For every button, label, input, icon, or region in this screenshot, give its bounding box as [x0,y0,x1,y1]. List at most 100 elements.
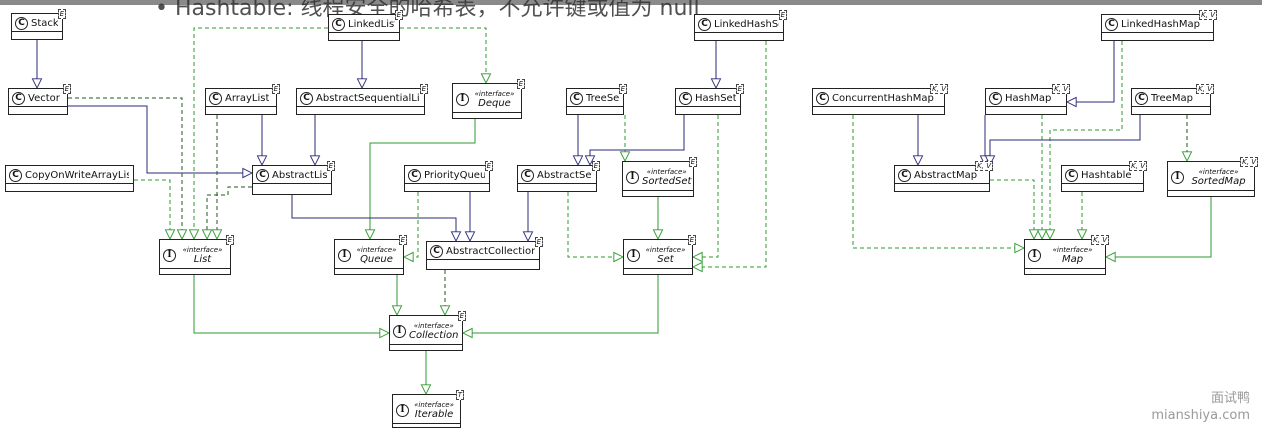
type-parameter: E [394,10,403,20]
type-parameter: K, V [1196,84,1214,94]
node-label: TreeSet [586,93,619,104]
type-parameter: E [534,237,543,247]
header-text: • Hashtable: 线程安全的哈希表，不允许键或值为 null [155,0,700,21]
edge-set-implements-collection [463,275,659,333]
node-label: Vector [28,93,60,104]
type-parameter: K, V [1240,157,1258,167]
type-parameter: E [484,161,493,171]
node-label: Iterable [414,408,454,420]
type-parameter: E [419,84,428,94]
node-queue[interactable]: I«interface»Queue E [334,235,407,275]
edge-treemap-extends-abstractmap [990,115,1141,165]
edge-concurrenthashmap-implements-map [852,115,1024,248]
interface-icon: I [163,248,176,262]
interface-icon: I [1028,248,1041,262]
interface-icon: I [456,92,469,106]
stereotype-label: «interface» [474,89,515,98]
node-treeset[interactable]: CTreeSet E [566,84,627,115]
node-label: Set [657,253,674,265]
node-deque[interactable]: I«interface»Deque E [452,79,525,119]
node-label: SortedSet [642,175,692,187]
class-icon: C [12,92,25,105]
node-label: Queue [360,253,393,265]
stereotype-label: «interface» [645,245,686,254]
node-label: AbstractSequentialList [316,93,420,104]
type-parameter: E [57,9,66,19]
type-parameter: E [618,84,627,94]
edge-sortedmap-extends-map [1106,197,1212,257]
node-sortedmap[interactable]: I«interface»SortedMap K, V [1167,157,1258,197]
class-icon: C [1105,18,1118,31]
node-sortedset[interactable]: I«interface»SortedSet E [622,157,697,197]
edge-linkedhashmap-implements-map [1050,41,1123,239]
node-collection[interactable]: I«interface»Collection E [389,311,466,351]
interface-icon: I [1171,170,1184,184]
edge-abstractset-implements-set [567,192,623,257]
node-label: LinkedHashSet [714,19,779,30]
node-set[interactable]: I«interface»Set E [623,235,696,275]
stereotype-label: «interface» [1198,167,1239,176]
class-icon: C [679,92,692,105]
edge-hashset-implements-set [693,115,719,257]
node-list[interactable]: I«interface»List E [159,235,234,275]
type-parameter: E [735,84,744,94]
class-icon: C [15,17,28,30]
class-icon: C [989,92,1002,105]
node-label: ConcurrentHashMap [832,93,934,104]
node-priorityqueue[interactable]: CPriorityQueue E [404,161,493,192]
type-parameter: T [455,390,464,400]
node-label: PriorityQueue [424,170,485,181]
node-label: AbstractList [272,170,327,181]
edge-linkedlist-implements-list [194,27,328,239]
node-label: Stack [31,18,58,29]
edge-abstractmap-implements-map [990,179,1034,239]
node-iterable[interactable]: I«interface»Iterable T [392,390,464,428]
node-linkedhashset[interactable]: CLinkedHashSet E [694,10,787,41]
watermark-line-1: 面试鸭 [1210,391,1250,406]
edge-copyonwritearraylist-implements-list [134,179,170,239]
watermark-line-2: mianshiya.com [1151,408,1250,423]
edge-priorityqueue-implements-queue [404,192,419,257]
edge-deque-implements-queue [370,119,476,239]
stereotype-label: «interface» [356,245,397,254]
top-border [0,0,1262,5]
edge-hashset-extends-abstractset [590,115,685,165]
edge-vector-extends-abstractlist [68,105,252,173]
node-map[interactable]: I«interface»Map K, V [1024,235,1109,275]
type-parameter: K, V [1091,235,1109,245]
node-label: Map [1061,253,1084,265]
class-icon: C [9,169,22,182]
node-label: HashMap [1005,93,1052,104]
node-label: AbstractMap [914,170,978,181]
node-label: List [193,253,212,265]
node-label: CopyOnWriteArrayList [25,170,129,181]
stereotype-label: «interface» [182,245,223,254]
class-icon: C [521,169,534,182]
edge-vector-implements-list [68,97,182,239]
class-icon: C [256,169,269,182]
node-label: AbstractCollection [446,246,535,257]
type-parameter: E [271,84,280,94]
class-icon: C [408,169,421,182]
class-icon: C [332,18,345,31]
type-parameter: K, V [1199,10,1217,20]
node-label: TreeMap [1151,93,1193,104]
type-parameter: K, V [975,161,993,171]
